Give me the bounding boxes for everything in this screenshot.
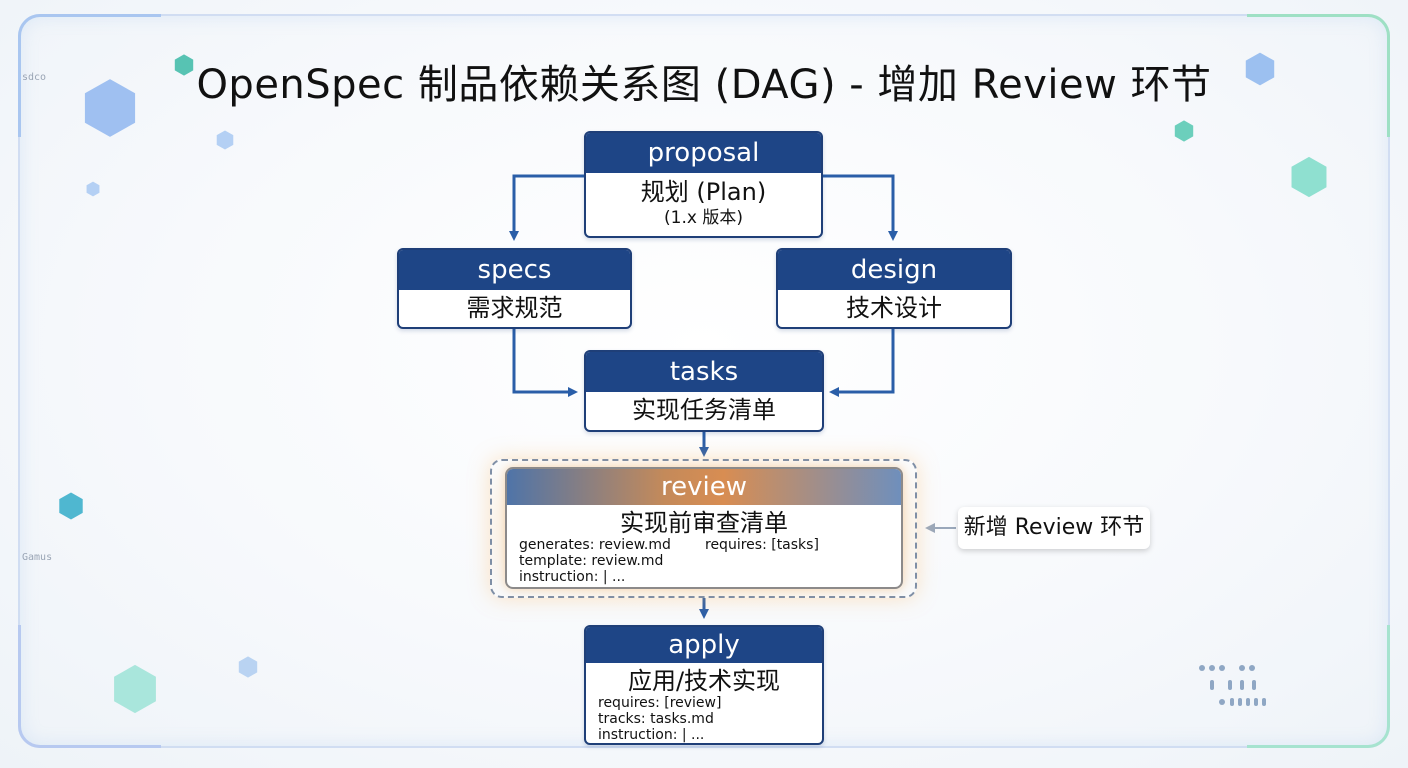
node-review-template-text: template: review.md [519, 553, 664, 569]
node-review-meta-row: generates: review.md requires: [tasks] [507, 537, 901, 553]
hexagon-decoration-icon [1244, 52, 1276, 86]
node-tasks-label: 实现任务清单 [632, 396, 776, 424]
side-label-left: Gamus [22, 552, 53, 563]
hexagon-decoration-icon [1290, 156, 1328, 198]
node-apply-label: 应用/技术实现 [627, 667, 781, 695]
hexagon-decoration-icon [86, 181, 100, 197]
hexagon-decoration-icon [82, 78, 138, 138]
node-apply-tracks: tracks: tasks.md [598, 711, 714, 727]
node-review-instruction-text: instruction: | ... [519, 569, 626, 585]
node-design: design 技术设计 [776, 248, 1012, 329]
node-proposal-label: 规划 (Plan) [640, 178, 767, 206]
node-specs: specs 需求规范 [397, 248, 632, 329]
node-design-label: 技术设计 [846, 294, 942, 322]
page-title: OpenSpec 制品依赖关系图 (DAG) - 增加 Review 环节 [196, 62, 1212, 108]
frame-corner-bottom-left [18, 625, 161, 748]
node-review-template: template: review.md [507, 553, 901, 569]
node-review: review 实现前审查清单 generates: review.md requ… [505, 467, 903, 589]
node-tasks: tasks 实现任务清单 [584, 350, 824, 432]
node-specs-header: specs [399, 250, 630, 290]
node-proposal: proposal 规划 (Plan) (1.x 版本) [584, 131, 823, 238]
node-apply-instruction: instruction: | ... [598, 727, 705, 743]
hexagon-decoration-icon [112, 664, 158, 714]
node-proposal-header: proposal [586, 133, 821, 173]
frame-corner-top-left [18, 14, 161, 137]
node-apply: apply 应用/技术实现 requires: [review] tracks:… [584, 625, 824, 745]
dot-pattern-icon [1199, 665, 1266, 706]
frame-corner-top-right [1247, 14, 1390, 137]
node-review-requires: requires: [tasks] [705, 537, 819, 553]
hexagon-decoration-icon [216, 130, 234, 150]
node-review-label: 实现前审查清单 [620, 509, 788, 537]
new-review-callout: 新增 Review 环节 [958, 507, 1150, 549]
hexagon-decoration-icon [58, 492, 84, 520]
node-apply-requires: requires: [review] [598, 695, 722, 711]
node-apply-header: apply [586, 627, 822, 663]
hexagon-decoration-icon [238, 656, 258, 678]
node-review-instruction: instruction: | ... [507, 569, 901, 585]
node-specs-label: 需求规范 [466, 294, 563, 322]
node-tasks-header: tasks [586, 352, 822, 392]
side-label-top: sdco [22, 72, 47, 83]
slide-frame [18, 14, 1390, 748]
node-review-generates: generates: review.md [519, 537, 671, 553]
hexagon-decoration-icon [1174, 120, 1194, 142]
node-design-header: design [778, 250, 1010, 290]
hexagon-decoration-icon [174, 54, 194, 76]
node-proposal-version: (1.x 版本) [664, 208, 743, 228]
node-review-header: review [507, 469, 901, 505]
frame-corner-bottom-right [1247, 625, 1390, 748]
